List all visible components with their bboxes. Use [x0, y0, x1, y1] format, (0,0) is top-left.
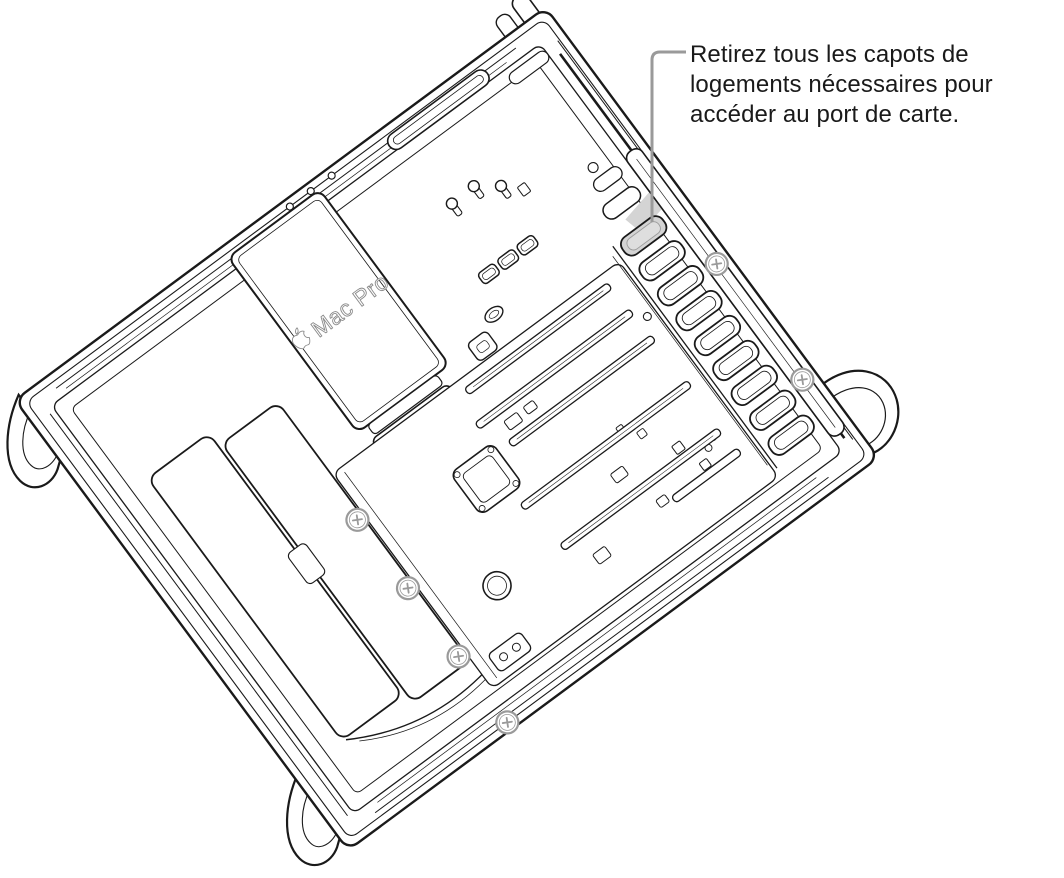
dimm-covers [150, 405, 493, 742]
front-foot [6, 392, 64, 489]
hinge-pins [285, 171, 336, 211]
coin-battery [482, 570, 512, 601]
slot-latch [587, 161, 642, 220]
bracket-two-holes [488, 632, 532, 672]
callout-text-line-2: logements nécessaires pour [690, 71, 993, 98]
rear-foot [285, 770, 343, 867]
callout-line [650, 50, 686, 222]
power-supply-cover: Mac Pro [230, 192, 447, 435]
io-ports [467, 234, 539, 361]
mac-pro-device: Mac Pro [6, 0, 900, 867]
slot-rail [625, 148, 845, 437]
callout-text-line-3: accéder au port de carte. [690, 101, 960, 128]
pcie-slot-connectors [465, 283, 742, 551]
slot-covers [620, 215, 815, 456]
callout-text-line-1: Retirez tous les capots de [690, 41, 969, 68]
highlight-wedge [625, 191, 666, 233]
cpu-bracket [452, 445, 521, 514]
highlighted-slot-cover [620, 215, 668, 257]
logic-board [335, 245, 778, 687]
vent-slot [386, 50, 550, 151]
board-components [503, 400, 717, 565]
standoff-pins [445, 179, 531, 217]
carry-handle [816, 369, 900, 457]
apple-logo-icon [291, 327, 311, 350]
callout-text: Retirez tous les capots de logements néc… [690, 40, 1050, 130]
slot-cover [638, 240, 815, 456]
